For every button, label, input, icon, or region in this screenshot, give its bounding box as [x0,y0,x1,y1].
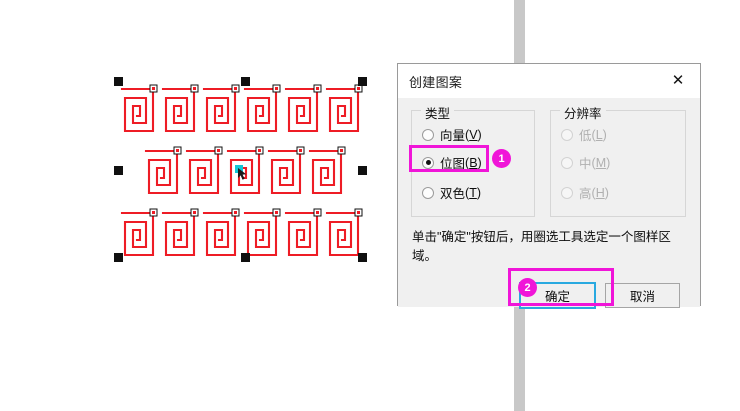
node-handle-dot [299,149,302,152]
node-handle-dot [258,149,261,152]
radio-label: 向量 [440,129,466,143]
radio-indicator [422,128,434,141]
selection-handle[interactable] [114,77,123,86]
spiral-shape[interactable] [243,87,278,133]
spiral-shape[interactable] [308,149,343,195]
radio-resolution-medium: 中 (M) [561,153,610,172]
spiral-shape[interactable] [120,211,155,257]
selection-handle[interactable] [358,253,367,262]
node-handle-dot [357,211,360,214]
node-handle-dot [152,87,155,90]
selection-handle[interactable] [114,253,123,262]
radio-label: 中 [579,157,592,171]
radio-resolution-low: 低 (L) [561,125,607,144]
spiral-shape[interactable] [243,211,278,257]
node-handle-dot [234,87,237,90]
radio-indicator [422,156,434,169]
radio-indicator [561,156,573,169]
radio-type-bitmap[interactable]: 位图 (B) [422,153,482,172]
radio-accel: (V) [465,127,482,142]
radio-resolution-high: 高 (H) [561,183,609,202]
node-handle-dot [316,87,319,90]
node-handle-dot [234,211,237,214]
spiral-shape[interactable] [226,149,261,195]
radio-type-duotone[interactable]: 双色 (T) [422,183,481,202]
radio-label: 双色 [440,187,466,201]
node-handle-dot [152,211,155,214]
node-handle-dot [357,87,360,90]
selection-handle[interactable] [241,253,250,262]
radio-indicator [561,186,573,199]
spiral-shape[interactable] [161,87,196,133]
resolution-groupbox: 分辨率 低 (L) 中 (M) 高 (H) [550,103,686,217]
spiral-shape[interactable] [185,149,220,195]
spiral-shape[interactable] [120,87,155,133]
spiral-shape[interactable] [284,87,319,133]
node-handle-dot [193,87,196,90]
close-icon[interactable]: ✕ [656,64,700,96]
node-handle-dot [193,211,196,214]
spiral-shape[interactable] [325,211,360,257]
spiral-shape[interactable] [144,149,179,195]
radio-accel: (H) [591,185,609,200]
node-handle-dot [217,149,220,152]
radio-label: 高 [579,187,592,201]
annotation-badge-1: 1 [492,149,511,168]
resolution-group-legend: 分辨率 [560,103,606,122]
radio-indicator [422,186,434,199]
radio-accel: (M) [591,155,611,170]
spiral-shape[interactable] [284,211,319,257]
radio-accel: (T) [465,185,481,200]
type-group-legend: 类型 [421,103,455,122]
type-groupbox: 类型 向量 (V) 位图 (B) 双色 (T) [411,103,535,217]
node-handle-dot [176,149,179,152]
selection-handle[interactable] [358,77,367,86]
spiral-shape[interactable] [267,149,302,195]
node-handle-dot [275,211,278,214]
spiral-shape[interactable] [202,87,237,133]
radio-accel: (L) [591,127,607,142]
radio-type-vector[interactable]: 向量 (V) [422,125,482,144]
dialog-titlebar[interactable]: 创建图案 ✕ [398,64,700,98]
spiral-shape[interactable] [325,87,360,133]
radio-label: 低 [579,129,592,143]
annotation-badge-2: 2 [518,278,537,297]
radio-indicator [561,128,573,141]
node-handle-dot [275,87,278,90]
radio-accel: (B) [465,155,482,170]
node-handle-dot [340,149,343,152]
mouse-cursor-icon [238,168,247,180]
dialog-body: 类型 向量 (V) 位图 (B) 双色 (T) [398,98,700,309]
selection-handle[interactable] [241,77,250,86]
instruction-text: 单击"确定"按钮后，用圈选工具选定一个图样区域。 [412,230,671,263]
spiral-shape[interactable] [202,211,237,257]
radio-label: 位图 [440,157,466,171]
spiral-shape[interactable] [161,211,196,257]
node-handle-dot [316,211,319,214]
selection-handle[interactable] [114,166,123,175]
cancel-button[interactable]: 取消 [605,283,680,308]
selection-handle[interactable] [358,166,367,175]
create-pattern-dialog: 创建图案 ✕ 类型 向量 (V) 位图 (B) 双色 [397,63,701,309]
dialog-title: 创建图案 [409,75,463,90]
